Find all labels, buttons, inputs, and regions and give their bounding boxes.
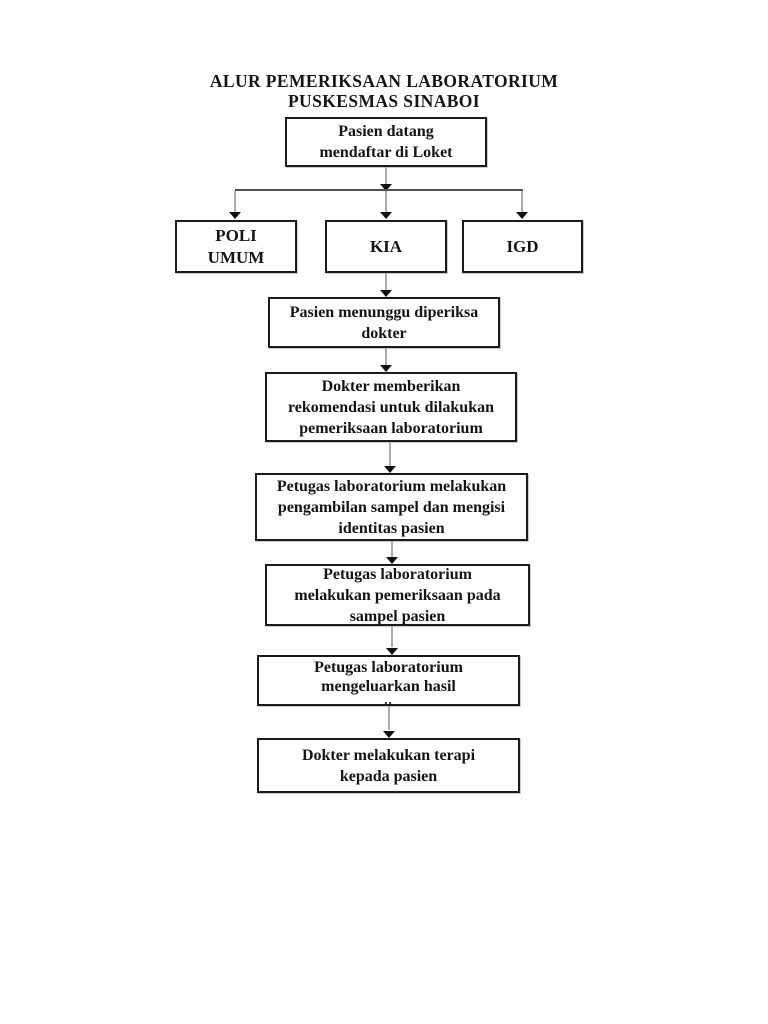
connector-line — [385, 191, 387, 212]
arrowhead-down-icon — [380, 290, 392, 297]
node-text-line: Pasien datang — [338, 123, 434, 140]
node-text-line: pengambilan sampel dan mengisi — [277, 498, 506, 516]
node-text-line: Petugas laboratorium — [314, 658, 463, 676]
arrowhead-down-icon — [384, 466, 396, 473]
page-title: ALUR PEMERIKSAAN LABORATORIUM PUSKESMAS … — [0, 71, 768, 111]
node-text-line: Pasien menunggu diperiksa — [289, 303, 479, 321]
connector-line — [385, 167, 387, 186]
flow-node-terapi: Dokter melakukan terapi kepada pasien — [257, 738, 520, 793]
branch-horizontal-line — [235, 189, 523, 191]
page-title-line-2: PUSKESMAS SINABOI — [287, 91, 481, 111]
node-text-line: Petugas laboratorium — [323, 565, 472, 583]
flow-node-start: Pasien datang mendaftar di Loket — [285, 117, 487, 167]
arrowhead-down-icon — [380, 212, 392, 219]
connector-line — [391, 541, 393, 557]
arrowhead-down-icon — [516, 212, 528, 219]
connector-line — [234, 191, 236, 212]
flow-node-igd: IGD — [462, 220, 583, 273]
node-text-line: dokter — [361, 324, 407, 342]
node-text-line: sampel pasien — [349, 607, 446, 625]
flow-node-poli-umum: POLI UMUM — [175, 220, 297, 273]
node-text-line: UMUM — [207, 247, 265, 267]
arrowhead-down-icon — [229, 212, 241, 219]
node-text-line: .. — [384, 691, 393, 707]
arrowhead-down-icon — [380, 184, 392, 191]
arrowhead-down-icon — [383, 731, 395, 738]
node-text-line: IGD — [506, 236, 539, 256]
node-text-line: POLI — [215, 225, 257, 245]
connector-line — [391, 626, 393, 647]
node-text-line: identitas pasien — [338, 519, 445, 537]
flow-node-menunggu: Pasien menunggu diperiksa dokter — [268, 297, 500, 348]
page-title-line-1: ALUR PEMERIKSAAN LABORATORIUM — [209, 71, 559, 91]
node-text-line: mengeluarkan hasil — [321, 677, 456, 695]
arrowhead-down-icon — [380, 365, 392, 372]
node-text-line: Petugas laboratorium melakukan — [276, 477, 507, 495]
node-text-line: KIA — [369, 236, 403, 256]
node-text-line: pemeriksaan laboratorium — [299, 419, 483, 437]
arrowhead-down-icon — [386, 648, 398, 655]
flow-node-hasil: Petugas laboratorium mengeluarkan hasil … — [257, 655, 520, 706]
flow-node-pemeriksaan-sampel: Petugas laboratorium melakukan pemeriksa… — [265, 564, 530, 626]
node-text-line: rekomendasi untuk dilakukan — [287, 398, 494, 416]
node-text-line: Dokter melakukan terapi — [301, 746, 476, 764]
connector-line — [385, 348, 387, 365]
node-text-line: melakukan pemeriksaan pada — [294, 586, 501, 604]
node-text-line: mendaftar di Loket — [319, 144, 453, 161]
arrowhead-down-icon — [386, 557, 398, 564]
connector-line — [385, 273, 387, 290]
flow-node-rekomendasi: Dokter memberikan rekomendasi untuk dila… — [265, 372, 517, 442]
node-text-line: kepada pasien — [339, 767, 438, 785]
connector-line — [388, 706, 390, 730]
connector-line — [389, 442, 391, 466]
flow-node-pengambilan-sampel: Petugas laboratorium melakukan pengambil… — [255, 473, 528, 541]
node-text-line: Dokter memberikan — [321, 377, 461, 395]
connector-line — [521, 191, 523, 212]
flow-node-kia: KIA — [325, 220, 447, 273]
